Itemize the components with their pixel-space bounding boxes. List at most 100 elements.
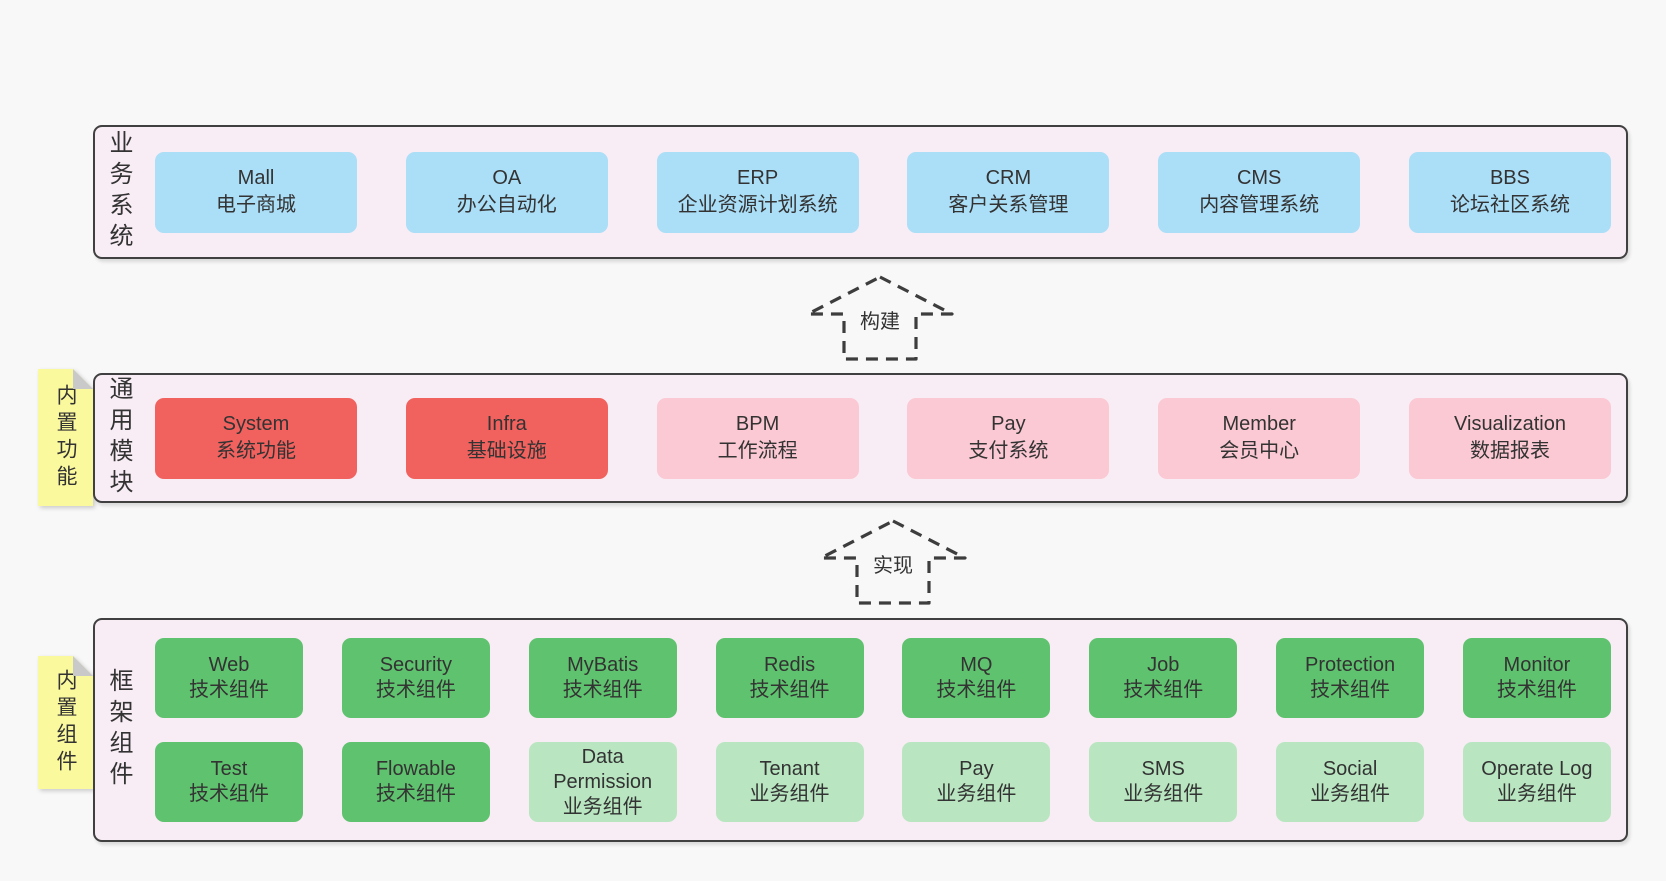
box-title: Infra: [486, 413, 527, 435]
box-title: Protection: [1305, 654, 1396, 676]
box-title: Mall: [237, 167, 275, 189]
layer-business-systems: 业务系统 Mall 电子商城 OA 办公自动化 ERP 企业资源计划系统 CRM 客户关系管理…: [93, 125, 1628, 259]
box-bpm: BPM 工作流程: [656, 397, 859, 479]
build-arrow: 构建: [805, 274, 955, 362]
up-arrow-icon: [806, 275, 954, 361]
box-title: Job: [1147, 654, 1180, 676]
box-cms: CMS 内容管理系统: [1158, 151, 1361, 233]
built-in-functions-note-label: 内置功能: [54, 383, 77, 492]
box-pay: Pay 业务组件: [902, 742, 1051, 822]
note-paper: 内置组件: [38, 656, 93, 789]
box-subtitle: 技术组件: [375, 679, 456, 701]
box-oa: OA 办公自动化: [405, 151, 608, 233]
box-title: System: [222, 413, 290, 435]
box-subtitle: 技术组件: [749, 679, 830, 701]
box-subtitle: 工作流程: [717, 440, 798, 462]
box-subtitle: 办公自动化: [456, 194, 557, 216]
box-subtitle: 业务组件: [749, 783, 830, 805]
box-subtitle: 业务组件: [1123, 783, 1204, 805]
implement-arrow: 实现: [818, 518, 968, 606]
box-title: MyBatis: [567, 654, 639, 676]
note-paper: 内置功能: [38, 369, 93, 506]
up-arrow-icon: [819, 519, 967, 605]
built-in-components-note-label: 内置组件: [54, 668, 77, 777]
box-subtitle: 技术组件: [936, 679, 1017, 701]
box-system: System 系统功能: [155, 397, 357, 479]
implement-arrow-label: 实现: [869, 549, 917, 578]
box-title: Monitor: [1503, 654, 1571, 676]
box-subtitle: 系统功能: [216, 440, 296, 462]
box-title: Data Permission: [553, 745, 653, 793]
layer-label-framework-components: 框架组件: [105, 668, 132, 792]
box-title: Visualization: [1454, 413, 1566, 435]
box-mall: Mall 电子商城: [155, 151, 357, 233]
box-title: Pay: [991, 413, 1026, 435]
box-mybatis: MyBatis 技术组件: [528, 638, 677, 718]
box-subtitle: 企业资源计划系统: [677, 194, 838, 216]
box-title: CRM: [985, 167, 1032, 189]
box-subtitle: 客户关系管理: [948, 194, 1069, 216]
box-visualization: Visualization 数据报表: [1408, 397, 1611, 479]
box-title: Flowable: [375, 758, 456, 780]
box-crm: CRM 客户关系管理: [907, 151, 1110, 233]
box-subtitle: 基础设施: [466, 440, 547, 462]
box-title: SMS: [1141, 758, 1185, 780]
box-social: Social 业务组件: [1276, 742, 1425, 822]
box-title: ERP: [737, 167, 779, 189]
box-flowable: Flowable 技术组件: [341, 742, 490, 822]
box-title: Tenant: [759, 758, 820, 780]
box-subtitle: 业务组件: [562, 795, 643, 818]
box-protection: Protection 技术组件: [1276, 638, 1425, 718]
box-title: BBS: [1489, 167, 1530, 189]
box-title: Member: [1222, 413, 1296, 435]
box-title: CMS: [1236, 167, 1282, 189]
box-subtitle: 支付系统: [968, 440, 1049, 462]
box-subtitle: 技术组件: [1123, 679, 1204, 701]
box-subtitle: 技术组件: [562, 679, 643, 701]
box-job: Job 技术组件: [1089, 638, 1238, 718]
business-systems-box-grid: Mall 电子商城 OA 办公自动化 ERP 企业资源计划系统 CRM 客户关系管理 CMS 内容…: [155, 127, 1611, 257]
box-subtitle: 业务组件: [936, 783, 1017, 805]
box-title: Social: [1322, 758, 1378, 780]
box-sms: SMS 业务组件: [1089, 742, 1238, 822]
box-monitor: Monitor 技术组件: [1462, 638, 1611, 718]
built-in-functions-note: 内置功能: [38, 369, 93, 506]
box-title: MQ: [960, 654, 993, 676]
note-fold-corner-icon: [73, 656, 93, 676]
box-row: Mall 电子商城 OA 办公自动化 ERP 企业资源计划系统 CRM 客户关系管理 CMS 内容…: [155, 151, 1611, 233]
box-redis: Redis 技术组件: [715, 638, 864, 718]
box-subtitle: 业务组件: [1496, 783, 1577, 805]
box-title: Pay: [959, 758, 994, 780]
box-subtitle: 数据报表: [1469, 440, 1550, 462]
note-fold-corner-icon: [73, 369, 93, 389]
box-subtitle: 技术组件: [1496, 679, 1577, 701]
box-pay: Pay 支付系统: [907, 397, 1110, 479]
box-subtitle: 电子商城: [216, 194, 296, 216]
box-subtitle: 内容管理系统: [1199, 194, 1320, 216]
box-subtitle: 技术组件: [189, 679, 269, 701]
box-subtitle: 业务组件: [1310, 783, 1391, 805]
box-subtitle: 技术组件: [375, 783, 456, 805]
box-tenant: Tenant 业务组件: [715, 742, 864, 822]
box-mq: MQ 技术组件: [902, 638, 1051, 718]
box-title: OA: [492, 167, 522, 189]
box-title: Test: [210, 758, 248, 780]
box-title: Redis: [763, 654, 816, 676]
box-title: BPM: [735, 413, 780, 435]
built-in-components-note: 内置组件: [38, 656, 93, 789]
box-subtitle: 技术组件: [1310, 679, 1391, 701]
layer-label-business-systems: 业务系统: [105, 130, 132, 254]
